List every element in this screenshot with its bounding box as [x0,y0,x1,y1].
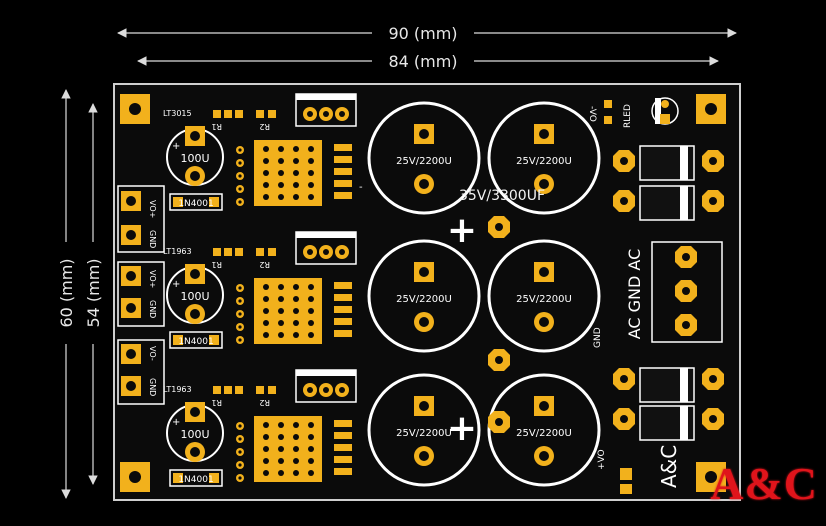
resistor-r1-label: R1 [211,122,222,131]
ac-gnd-ac-label: AC GND AC [625,249,644,340]
gnd-pin-label: GND [148,378,157,396]
filter-capacitors: 25V/2200U 25V/2200U 25V/2200U 25V/2200U 25V/… [367,101,601,487]
gnd-pin-label: GND [148,230,157,248]
filter-cap-label: 25V/2200U [396,428,452,439]
resistor-r1-label: R1 [211,398,222,407]
gnd-label: GND [593,327,603,348]
filter-cap-outline [487,101,601,215]
mounting-holes [120,94,726,492]
dimension-height-54: 54 (mm) [83,103,103,485]
dimension-width-84: 84 (mm) [137,52,719,71]
rectifier-top [613,145,724,221]
big-cap-label: 35V/3300UF [459,188,545,204]
vo-pos-label: VO+ [148,200,157,218]
width-84-label: 84 (mm) [388,52,457,71]
output-connector-1: VO+ GND [117,185,165,253]
dimension-width-90: 90 (mm) [117,24,737,43]
cap-plus-mark: + [172,141,180,152]
diode-label: 1N4001 [178,199,213,209]
led-indicator: RLED -VO [587,97,679,128]
plus-mark-2: + [447,408,477,449]
filter-cap-label: 25V/2200U [396,156,452,167]
watermark-logo: A&C [710,458,818,509]
resistor-r2-label: R2 [259,122,270,131]
vo-pos-label: VO+ [148,270,157,288]
output-connector-2: VO+ GND [117,261,165,327]
filter-cap-label: 25V/2200U [396,294,452,305]
regulator-cap-label: 100U [180,152,209,165]
plus-vo-label: +VO [597,449,607,470]
resistor-r1-label: R1 [211,260,222,269]
height-54-label: 54 (mm) [84,258,103,327]
center-pads [488,216,510,433]
regulator-chip-label: LT3015 [163,109,192,118]
ac-input-terminal: AC GND AC [625,241,723,343]
filter-cap-outline [367,239,481,353]
filter-cap-label: 25V/2200U [516,156,572,167]
plus-mark-1: + [447,210,477,251]
filter-cap-label: 25V/2200U [516,428,572,439]
regulator-chip-label: LT1963 [163,247,192,256]
minus-vo-label: -VO [587,106,597,122]
filter-cap-outline [367,373,481,487]
diode-outline [169,331,223,349]
diode-label: 1N4001 [178,475,213,485]
diode-outline [169,193,223,211]
cap-plus-mark: + [172,279,180,290]
minus-mark: - [359,182,363,193]
resistor-r2-label: R2 [259,260,270,269]
diode-label: 1N4001 [178,337,213,347]
diode-outline [169,469,223,487]
filter-cap-outline [367,101,481,215]
gnd-pin-label: GND [148,300,157,318]
regulator-cap-label: 100U [180,290,209,303]
cap-plus-mark: + [172,417,180,428]
filter-cap-outline [487,373,601,487]
filter-cap-label: 25V/2200U [516,294,572,305]
height-60-label: 60 (mm) [57,258,76,327]
width-90-label: 90 (mm) [388,24,457,43]
rled-label: RLED [623,104,633,128]
regulator-section-2: LT1963 100U+1N4001 R1 R2 [163,231,357,349]
regulator-section-1: LT3015 100U+1N4001 R1 R2 [163,93,357,211]
resistor-r2-label: R2 [259,398,270,407]
regulator-section-3: LT1963 100U+1N4001 R1 R2 [163,369,357,487]
filter-cap-outline [487,239,601,353]
vo-neg-label: VO- [148,346,157,361]
brand-label: A&C [657,445,681,488]
output-connector-3: VO- GND [117,339,165,405]
regulator-cap-label: 100U [180,428,209,441]
regulator-chip-label: LT1963 [163,385,192,394]
rectifier-bottom [613,367,724,441]
dimension-height-60: 60 (mm) [56,89,76,499]
